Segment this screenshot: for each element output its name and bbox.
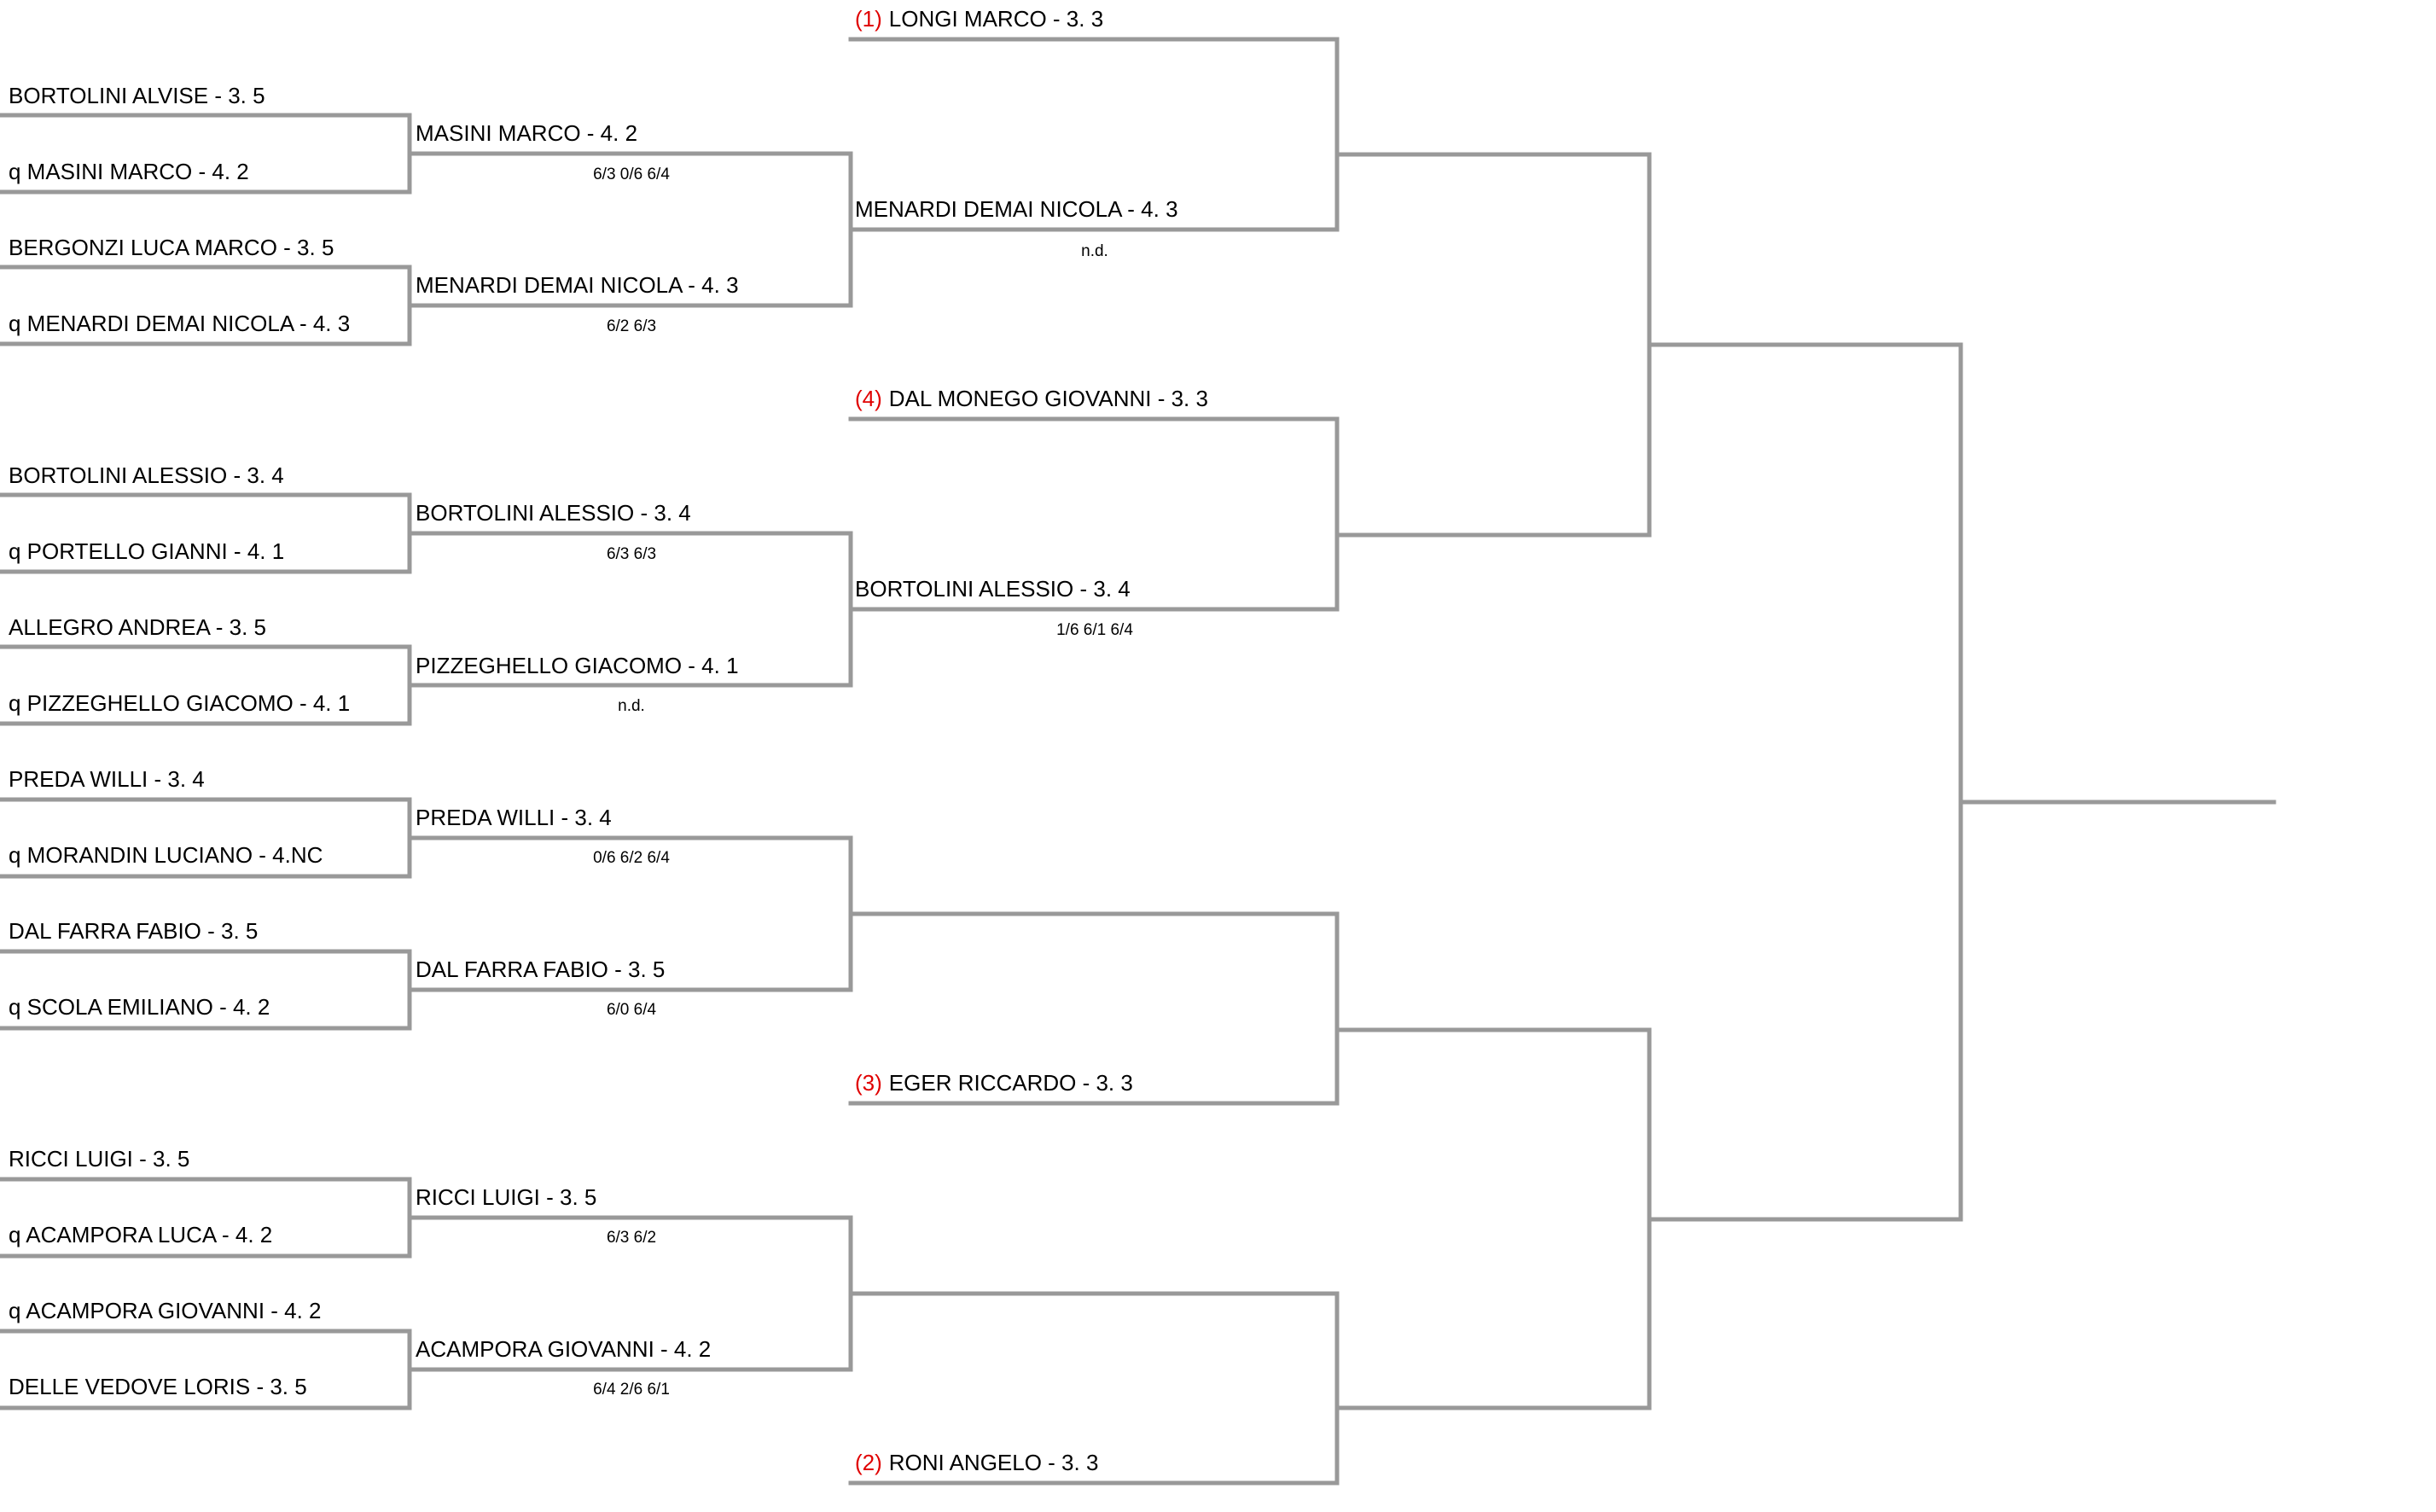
r1-m4-bracket — [0, 644, 853, 726]
r1-m3-bracket — [0, 492, 853, 574]
r3-slot4-name: BORTOLINI ALESSIO - 3. 4 — [855, 576, 1131, 602]
r3-slot3-label: (4) DAL MONEGO GIOVANNI - 3. 3 — [855, 386, 1208, 411]
r3-slot6-label: (3) EGER RICCARDO - 3. 3 — [855, 1070, 1133, 1096]
r3-m4-bracket — [1334, 1291, 1652, 1486]
semifinal-2-bracket — [1647, 1027, 1963, 1410]
r1-m7-bracket — [0, 1177, 853, 1259]
r3-m2-bracket — [1334, 416, 1652, 612]
semifinal-1-bracket — [1647, 152, 1963, 538]
r3-m3-bracket — [1334, 911, 1652, 1106]
r1-m6-top-name: DAL FARRA FABIO - 3. 5 — [9, 918, 258, 944]
r3-slot6-seed: (3) — [855, 1070, 882, 1096]
r1-m8-bracket — [0, 1329, 853, 1410]
r2-w6-name: DAL FARRA FABIO - 3. 5 — [416, 957, 665, 982]
r1-m5-bracket — [0, 797, 853, 879]
r1-m6-bracket — [0, 949, 853, 1031]
r2-w4-score: n.d. — [618, 697, 645, 715]
r2-w7-score: 6/3 6/2 — [607, 1229, 656, 1247]
r2-m3-bracket — [848, 835, 1340, 992]
r1-m2-top-name: BERGONZI LUCA MARCO - 3. 5 — [9, 235, 334, 260]
r2-m2-bracket — [848, 531, 1340, 688]
r2-w2-score: 6/2 6/3 — [607, 317, 656, 335]
r1-m2-bottom-name: q MENARDI DEMAI NICOLA - 4. 3 — [9, 311, 350, 336]
r3-slot1-seed: (1) — [855, 6, 882, 32]
r2-w6-score: 6/0 6/4 — [607, 1001, 657, 1019]
r1-m2-bracket — [0, 265, 853, 346]
r1-m8-bottom-name: DELLE VEDOVE LORIS - 3. 5 — [9, 1374, 307, 1399]
r2-m4-bracket — [848, 1215, 1340, 1372]
r3-slot6-name: EGER RICCARDO - 3. 3 — [889, 1070, 1133, 1096]
r2-w4-name: PIZZEGHELLO GIACOMO - 4. 1 — [416, 653, 739, 678]
r2-w7-name: RICCI LUIGI - 3. 5 — [416, 1184, 596, 1210]
r2-m1-bracket — [848, 151, 1340, 308]
r1-m1-bottom-name: q MASINI MARCO - 4. 2 — [9, 159, 249, 184]
r2-w1-score: 6/3 0/6 6/4 — [593, 166, 670, 183]
r3-slot2-score: n.d. — [1081, 242, 1108, 260]
r1-m8-top-name: q ACAMPORA GIOVANNI - 4. 2 — [9, 1298, 322, 1323]
r3-m1-bracket — [1334, 37, 1652, 232]
r3-slot3-name: DAL MONEGO GIOVANNI - 3. 3 — [889, 386, 1208, 411]
r2-w5-name: PREDA WILLI - 3. 4 — [416, 805, 612, 830]
r3-slot8-label: (2) RONI ANGELO - 3. 3 — [855, 1450, 1098, 1475]
r1-m4-bottom-name: q PIZZEGHELLO GIACOMO - 4. 1 — [9, 690, 350, 716]
r2-w8-name: ACAMPORA GIOVANNI - 4. 2 — [416, 1336, 711, 1362]
r1-m7-top-name: RICCI LUIGI - 3. 5 — [9, 1146, 189, 1172]
final-bracket — [1958, 342, 2276, 1222]
r2-w3-name: BORTOLINI ALESSIO - 3. 4 — [416, 500, 691, 526]
r1-m3-bottom-name: q PORTELLO GIANNI - 4. 1 — [9, 538, 284, 564]
r2-w8-score: 6/4 2/6 6/1 — [593, 1381, 670, 1399]
r2-w5-score: 0/6 6/2 6/4 — [593, 849, 670, 867]
r1-m5-bottom-name: q MORANDIN LUCIANO - 4.NC — [9, 842, 323, 868]
r3-slot2-name: MENARDI DEMAI NICOLA - 4. 3 — [855, 196, 1178, 222]
r1-m6-bottom-name: q SCOLA EMILIANO - 4. 2 — [9, 994, 270, 1020]
r2-w2-name: MENARDI DEMAI NICOLA - 4. 3 — [416, 272, 739, 298]
r2-w3-score: 6/3 6/3 — [607, 545, 656, 563]
r3-slot4-label: BORTOLINI ALESSIO - 3. 4 — [855, 576, 1131, 602]
r1-m1-bracket — [0, 113, 853, 195]
r3-slot3-seed: (4) — [855, 386, 882, 411]
r1-m5-top-name: PREDA WILLI - 3. 4 — [9, 766, 205, 792]
r3-slot8-seed: (2) — [855, 1450, 882, 1475]
r3-slot1-name: LONGI MARCO - 3. 3 — [889, 6, 1103, 32]
r2-w1-name: MASINI MARCO - 4. 2 — [416, 120, 637, 146]
r3-slot8-name: RONI ANGELO - 3. 3 — [889, 1450, 1099, 1475]
r3-slot2-label: MENARDI DEMAI NICOLA - 4. 3 — [855, 196, 1178, 222]
r1-m3-top-name: BORTOLINI ALESSIO - 3. 4 — [9, 462, 284, 488]
r1-m1-top-name: BORTOLINI ALVISE - 3. 5 — [9, 83, 265, 108]
r1-m7-bottom-name: q ACAMPORA LUCA - 4. 2 — [9, 1222, 272, 1247]
r3-slot4-score: 1/6 6/1 6/4 — [1056, 621, 1133, 639]
r3-slot1-label: (1) LONGI MARCO - 3. 3 — [855, 6, 1103, 32]
r1-m4-top-name: ALLEGRO ANDREA - 3. 5 — [9, 614, 266, 640]
